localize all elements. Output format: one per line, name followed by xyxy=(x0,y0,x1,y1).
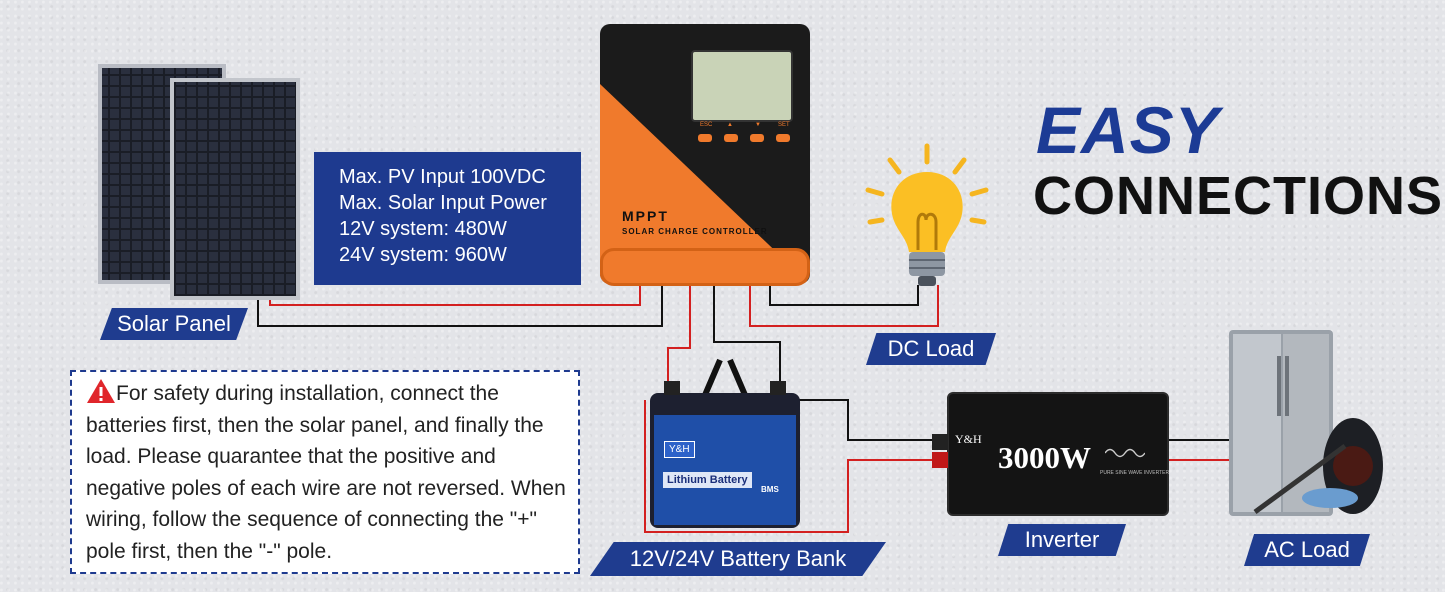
spec-line: 12V system: 480W xyxy=(339,218,507,240)
warning-icon xyxy=(87,379,115,403)
inverter-terminal-red xyxy=(932,452,948,468)
ac-load-label: AC Load xyxy=(1244,534,1370,566)
headline-connections: CONNECTIONS xyxy=(1033,166,1444,226)
down-button xyxy=(750,134,764,142)
ac-load-image xyxy=(1229,330,1383,516)
controller-terminal-block xyxy=(600,248,810,286)
light-bulb-icon xyxy=(865,143,989,286)
spec-box: Max. PV Input 100VDC Max. Solar Input Po… xyxy=(314,152,581,285)
battery-image xyxy=(650,358,800,528)
wire-solar-positive xyxy=(269,285,641,306)
solar-panel-label: Solar Panel xyxy=(100,308,248,340)
solar-panel-image xyxy=(98,64,300,300)
safety-text: For safety during installation, connect … xyxy=(86,382,566,563)
button-label: ▲ xyxy=(727,122,733,128)
controller-subtitle: SOLAR CHARGE CONTROLLER xyxy=(622,227,768,236)
spec-line: 24V system: 960W xyxy=(339,244,507,266)
controller-brand: MPPT xyxy=(622,208,669,224)
spec-line: Max. PV Input 100VDC xyxy=(339,166,546,188)
wire-load-positive xyxy=(749,285,939,327)
wire-inverter-negative xyxy=(790,399,935,441)
battery-bank-label: 12V/24V Battery Bank xyxy=(590,542,886,576)
safety-note: For safety during installation, connect … xyxy=(70,370,580,574)
spec-line: Max. Solar Input Power xyxy=(339,192,547,214)
bms-badge: BMS xyxy=(761,485,779,494)
lcd-display xyxy=(691,50,793,122)
battery-text: Lithium Battery xyxy=(663,472,752,488)
inverter-image xyxy=(947,392,1169,516)
button-label: SET xyxy=(778,122,790,128)
wire-load-negative xyxy=(769,285,919,306)
button-label: ▼ xyxy=(755,122,761,128)
inverter-terminal-black xyxy=(932,434,948,450)
dc-load-label: DC Load xyxy=(866,333,996,365)
wire-battery-negative xyxy=(713,285,781,395)
inverter-label: Inverter xyxy=(998,524,1126,556)
sine-wave-icon xyxy=(1105,448,1145,458)
battery-brand: Y&H xyxy=(664,441,695,458)
inverter-power: 3000W xyxy=(998,440,1091,475)
up-button xyxy=(724,134,738,142)
button-label: ESC xyxy=(700,122,713,128)
charge-controller: ESC ▲ ▼ SET MPPT SOLAR CHARGE CONTROLLER xyxy=(600,24,810,284)
set-button xyxy=(776,134,790,142)
inverter-brand: Y&H xyxy=(955,432,982,446)
wire-inverter-positive xyxy=(644,400,935,533)
wire-battery-positive xyxy=(667,285,691,395)
inverter-subtitle: PURE SINE WAVE INVERTER xyxy=(1100,470,1170,476)
esc-button xyxy=(698,134,712,142)
headline-easy: EASY xyxy=(1036,93,1220,167)
wire-solar-negative xyxy=(257,285,663,327)
